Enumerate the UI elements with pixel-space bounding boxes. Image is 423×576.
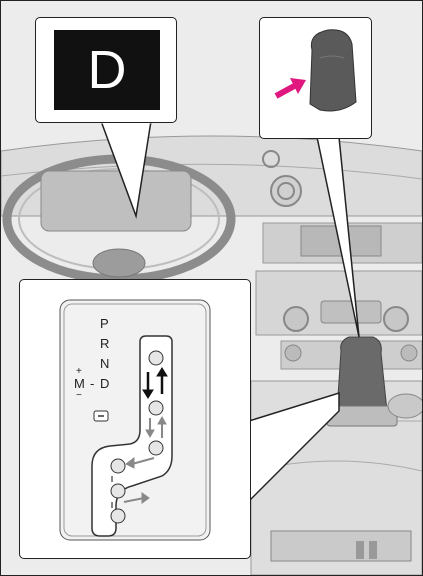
gate-slot-low-left [111, 509, 125, 523]
plus-sign: + [76, 366, 82, 377]
gear-label-r: R [100, 336, 109, 351]
gear-display-callout: D [35, 17, 177, 123]
gate-slot-mid [111, 484, 125, 498]
gate-slot-m [111, 459, 125, 473]
minus-sign: − [76, 390, 82, 401]
gear-indicator-display: D [54, 30, 160, 110]
shift-knob-illustration [260, 18, 370, 137]
gate-slot-d [149, 401, 163, 415]
gate-slot-low [149, 441, 163, 455]
gear-label-d: D [100, 376, 109, 391]
push-arrow-icon [276, 78, 306, 96]
shift-knob-callout [259, 17, 372, 139]
gear-label-p: P [100, 316, 109, 331]
manual-mode-label: M [74, 376, 85, 391]
shift-gate-callout: P R N D - M + − [19, 279, 251, 559]
shift-gate-diagram [20, 280, 249, 557]
gear-dash: - [90, 376, 94, 391]
gear-label-n: N [100, 356, 109, 371]
gate-slot-p [149, 351, 163, 365]
